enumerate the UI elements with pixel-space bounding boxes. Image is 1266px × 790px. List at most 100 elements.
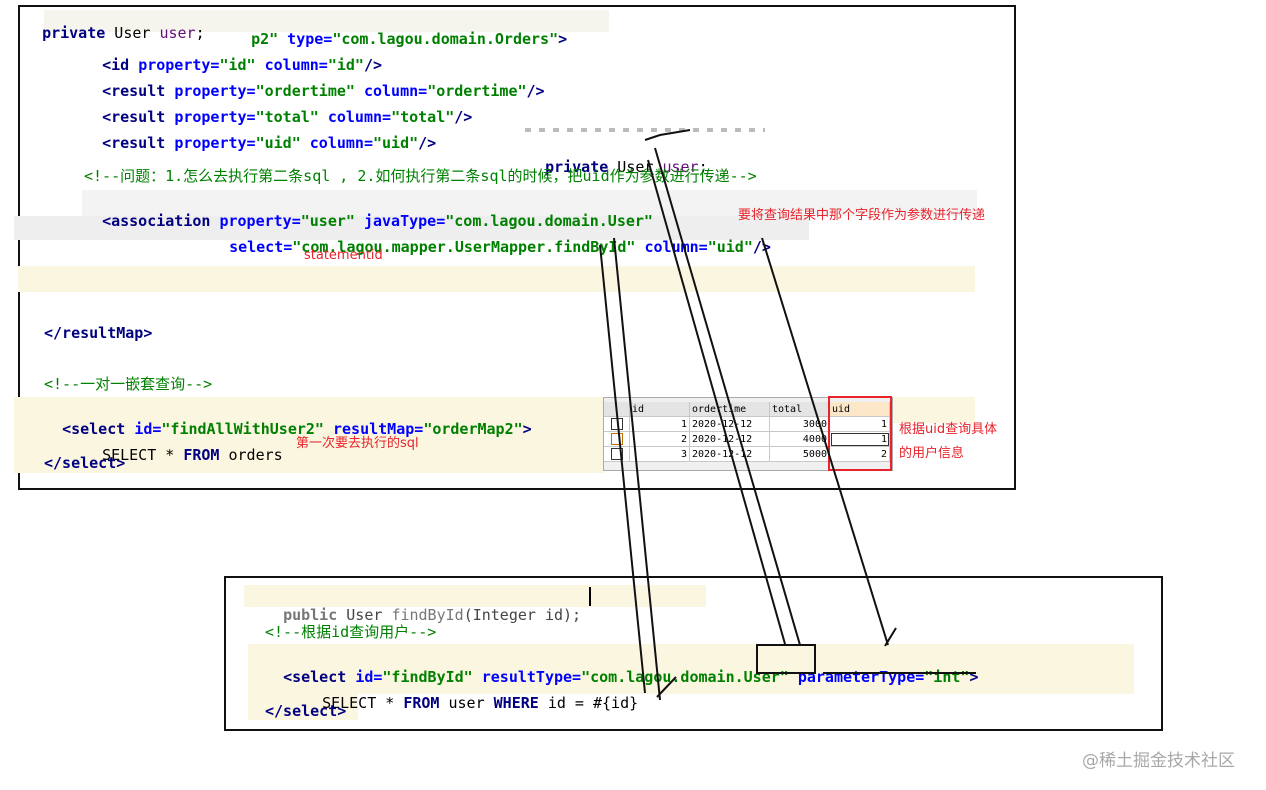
select-body-user: SELECT * FROM user WHERE id = #{id} — [304, 676, 638, 712]
value-javatype: "com.lagou.domain.User" — [445, 212, 653, 230]
value-select: "com.lagou.mapper.UserMapper.findById" — [292, 238, 636, 256]
sql-where: WHERE — [493, 694, 539, 712]
tag-result: <result — [102, 82, 175, 100]
semicolon: ; — [698, 158, 708, 176]
return-type: User — [337, 606, 392, 624]
connector-tick-param — [884, 627, 897, 647]
watermark: @稀土掘金技术社区 — [1082, 751, 1235, 771]
tag-close: > — [558, 30, 568, 48]
value-column: "uid" — [707, 238, 753, 256]
line-ordertime-mapping: <result property="ordertime" column="ord… — [84, 64, 545, 100]
attr-column: column= — [300, 134, 373, 152]
method-params: (Integer id); — [463, 606, 582, 624]
user-type-highlight-box — [756, 644, 816, 674]
annotation-by-uid-1: 根据uid查询具体 — [899, 422, 998, 437]
attr-column: column= — [318, 108, 392, 126]
attr-resultmap: resultMap= — [323, 420, 424, 438]
tag-end: /> — [526, 82, 545, 100]
row-checkbox[interactable] — [604, 447, 630, 462]
attr-id: id= — [134, 420, 162, 438]
value-orders: "com.lagou.domain.Orders" — [332, 30, 559, 48]
text-cursor — [589, 587, 591, 606]
attr-property: property= — [174, 134, 256, 152]
cell-id: 2 — [630, 432, 690, 447]
highlight-band-1 — [44, 10, 609, 32]
method-name: findById — [391, 606, 464, 624]
attr-column: column= — [354, 82, 428, 100]
value-resulttype: "com.lagou.domain.User" — [581, 668, 789, 686]
connector-user-to-resulttype-2 — [654, 147, 801, 646]
sql-select: SELECT * — [102, 446, 184, 464]
comment-find-by-id: <!--根据id查询用户--> — [265, 623, 437, 641]
comment-nested: <!--一对一嵌套查询--> — [44, 375, 213, 393]
attr-javatype: javaType= — [354, 212, 446, 230]
select-close: </select> — [44, 454, 126, 472]
attr-type: type= — [278, 30, 333, 48]
tag-result: <result — [102, 108, 175, 126]
annotation-statementid: statementid — [304, 248, 383, 263]
tag-id: <id — [102, 56, 139, 74]
keyword-private: private — [545, 158, 609, 176]
attr-column: column= — [635, 238, 708, 256]
field-name: user — [662, 158, 699, 176]
row-checkbox[interactable] — [604, 417, 630, 432]
value-resultmap: "orderMap2" — [423, 420, 523, 438]
field-name: user — [159, 24, 196, 42]
select-body-orders: SELECT * FROM orders — [84, 428, 283, 464]
tag-end: /> — [418, 134, 437, 152]
type-name: User — [105, 24, 160, 42]
association-line-2: select="com.lagou.mapper.UserMapper.find… — [211, 220, 771, 256]
sql-select: SELECT * — [322, 694, 404, 712]
tag-result: <result — [102, 134, 175, 152]
tag-select: <select — [283, 668, 356, 686]
faint-overlap-strip — [525, 128, 765, 132]
select-close-bottom: </select> — [265, 702, 347, 720]
attr-property: property= — [174, 82, 256, 100]
sql-from: FROM — [183, 446, 220, 464]
connector-user-to-resulttype — [647, 159, 786, 645]
line-total-mapping: <result property="total" column="total"/… — [84, 90, 472, 126]
attr-select: select= — [229, 238, 293, 256]
type-name: User — [608, 158, 663, 176]
highlight-band-5 — [14, 397, 604, 423]
cell-ordertime: 2020-12-12 — [690, 447, 770, 462]
attr-property: property= — [174, 108, 256, 126]
top-code-frame — [18, 5, 1016, 490]
connector-tick-id — [656, 676, 677, 698]
orders-result-grid: id ordertime total uid 1 2020-12-12 3000… — [603, 397, 893, 471]
overlay-private-field: private User user; — [24, 6, 205, 42]
bottom-highlight-close — [248, 694, 358, 720]
highlight-band-4 — [18, 266, 975, 292]
tag-close: > — [969, 668, 979, 686]
value-id: "findAllWithUser2" — [161, 420, 324, 438]
connector-select-to-findbyid — [613, 237, 661, 701]
connector-tick-top — [644, 129, 691, 141]
highlight-band-6 — [14, 423, 604, 473]
middle-private-field: private User user; — [527, 140, 708, 176]
value-property: "uid" — [255, 134, 301, 152]
attr-id: id= — [355, 668, 383, 686]
tag-select: <select — [62, 420, 135, 438]
value-column: "id" — [327, 56, 364, 74]
value-fragment: p2" — [251, 30, 279, 48]
sql-condition: id = #{id} — [538, 694, 639, 712]
sql-table: user — [439, 694, 494, 712]
value-property: "ordertime" — [255, 82, 355, 100]
tag-close: > — [522, 420, 532, 438]
value-property: "id" — [219, 56, 256, 74]
checkbox-icon[interactable] — [610, 448, 623, 460]
select-findallwithuser2: <select id="findAllWithUser2" resultMap=… — [44, 402, 532, 438]
cell-uid: 2 — [830, 447, 890, 462]
bottom-code-frame — [224, 576, 1163, 731]
sql-from: FROM — [403, 694, 440, 712]
association-line-1: <association property="user" javaType="c… — [84, 194, 653, 230]
uid-column-highlight-box — [828, 396, 892, 471]
resultmap-open-tail: p2" type="com.lagou.domain.Orders"> — [233, 12, 567, 48]
attr-property: property= — [219, 212, 301, 230]
tag-association: <association — [102, 212, 220, 230]
attr-property: property= — [138, 56, 220, 74]
highlight-band-2 — [82, 190, 977, 216]
semicolon: ; — [195, 24, 205, 42]
grid-header-id: id — [630, 402, 690, 417]
cell-uid: 1 — [830, 432, 890, 447]
